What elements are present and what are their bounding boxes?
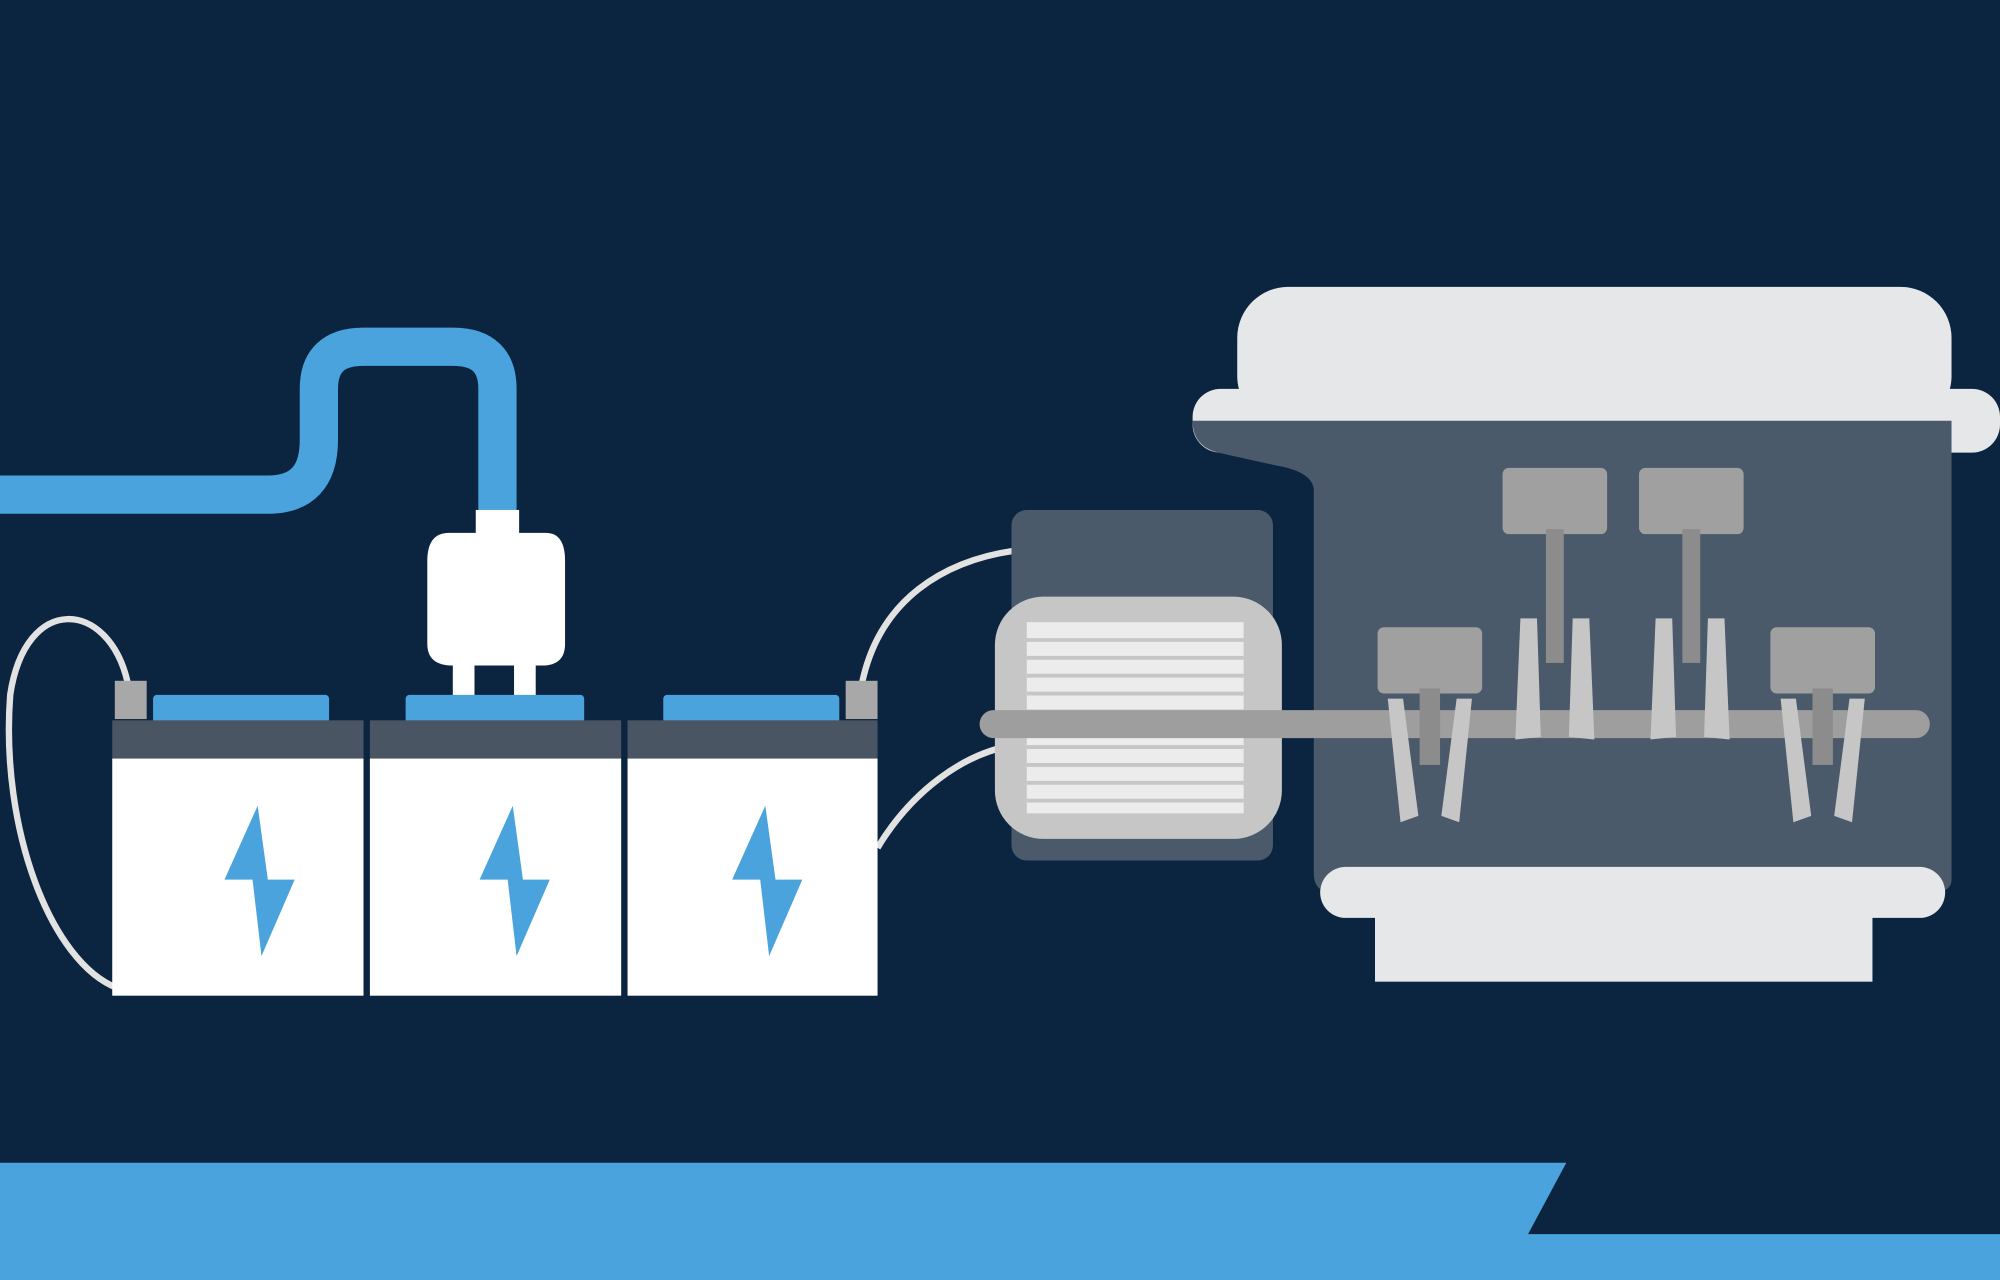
battery-icon (112, 694, 364, 996)
power-cable-icon (0, 327, 517, 517)
terminal-right (845, 680, 878, 720)
bottom-banner (0, 1162, 2000, 1280)
battery-icon (369, 694, 622, 996)
electric-motor-icon (994, 509, 1282, 861)
piston-icon (1377, 627, 1483, 823)
plug-icon (427, 509, 566, 697)
lightning-bolt-icon (224, 805, 295, 957)
piston-icon (1639, 467, 1744, 740)
terminal-left (114, 680, 147, 720)
piston-icon (1770, 627, 1875, 823)
battery-loop-wire (5, 616, 131, 992)
battery-pack (112, 680, 878, 996)
motor-wire-top (859, 547, 1015, 683)
lightning-bolt-icon (479, 805, 550, 957)
motor-wire-bottom (874, 742, 1011, 850)
lightning-bolt-icon (732, 805, 803, 957)
battery-icon (627, 694, 878, 996)
piston-icon (1502, 467, 1608, 740)
